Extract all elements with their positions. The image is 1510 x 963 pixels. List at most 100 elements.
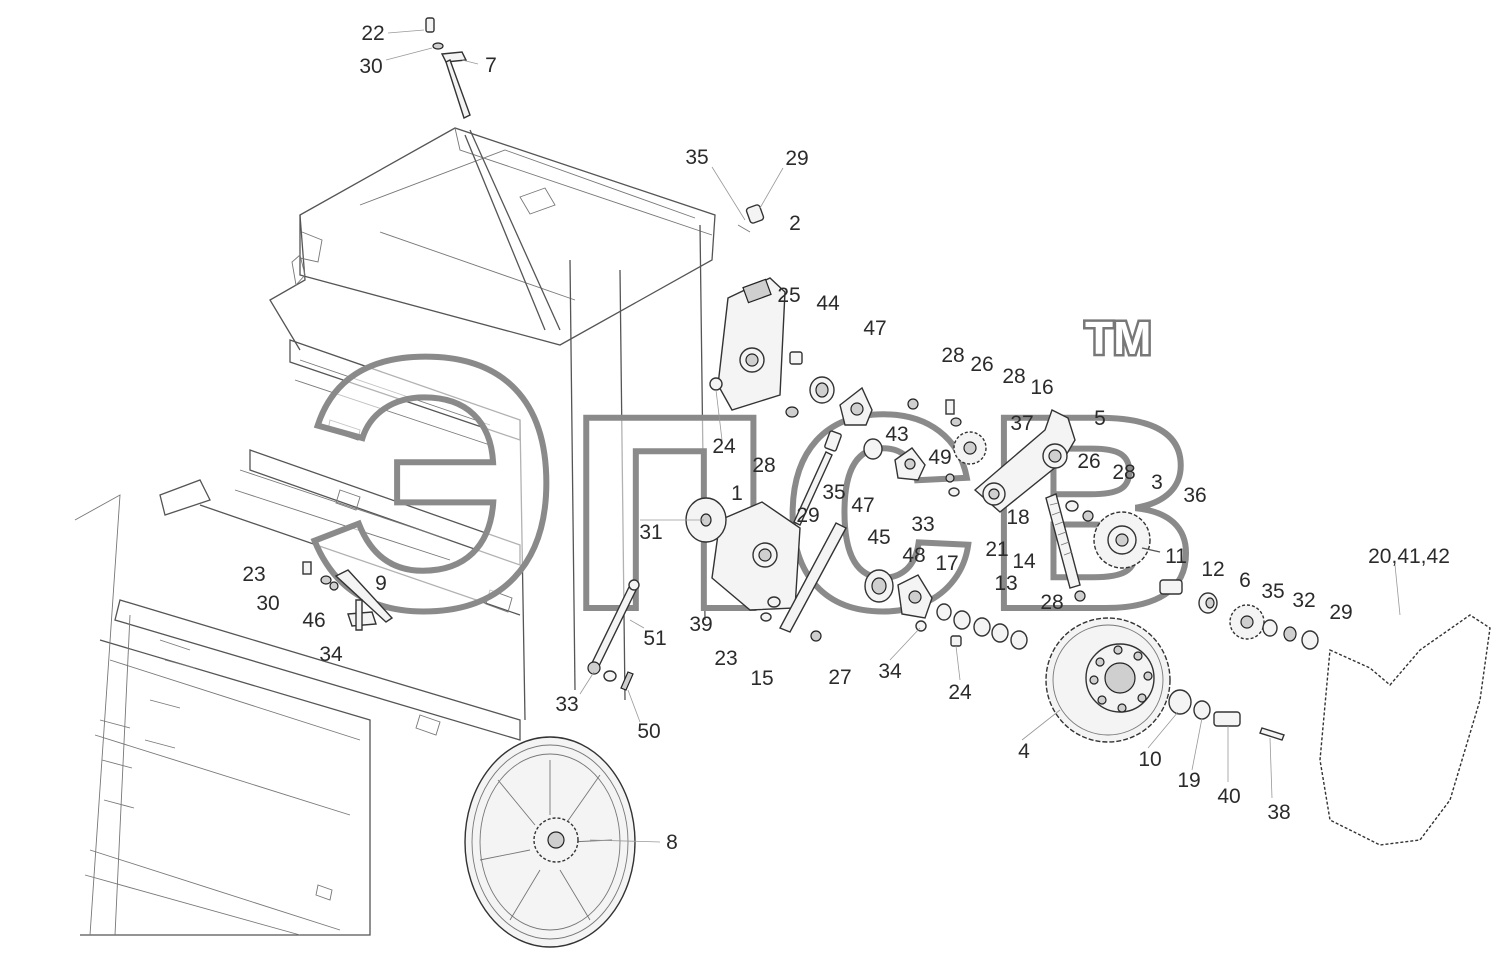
- callout-label: 4: [1018, 740, 1030, 763]
- callout-label: 25: [777, 284, 800, 307]
- callout-label: 7: [485, 54, 497, 77]
- part-gas-strut-51: [587, 579, 640, 675]
- part-bolt-21: [1065, 500, 1079, 512]
- part-sprocket-3: [1093, 511, 1151, 569]
- part-bearing-45: [864, 569, 894, 603]
- part-nut-27: [810, 630, 822, 642]
- callout-label: 23: [242, 563, 265, 586]
- part-spring-16: [1045, 493, 1086, 602]
- callout-label: 2: [789, 212, 801, 235]
- callout-label: 29: [1329, 601, 1352, 624]
- callout-label: 37: [1010, 412, 1033, 435]
- callout-label: 40: [1217, 785, 1240, 808]
- callout-label: 51: [643, 627, 666, 650]
- callout-label: 28: [752, 454, 775, 477]
- part-washer-35: [1262, 619, 1278, 637]
- part-washer-19: [1193, 700, 1211, 720]
- header-frame: [74, 127, 716, 936]
- callout-label: 1: [731, 482, 743, 505]
- callout-label: 47: [863, 317, 886, 340]
- callout-label: 48: [902, 544, 925, 567]
- callout-label: 20,41,42: [1368, 545, 1450, 568]
- callout-label: 46: [302, 609, 325, 632]
- callout-label: 34: [319, 643, 343, 666]
- callout-label: 24: [948, 681, 972, 704]
- part-nut: [907, 398, 919, 410]
- callout-label: 30: [256, 592, 279, 615]
- callout-label: 9: [375, 572, 387, 595]
- part-flange-48: [897, 574, 933, 619]
- part-sprocket-26: [945, 399, 987, 465]
- part-shaft-35: [793, 430, 842, 526]
- callout-label: 21: [985, 538, 1008, 561]
- callout-label: 13: [994, 572, 1017, 595]
- callout-label: 19: [1177, 769, 1200, 792]
- part-flange-47: [839, 386, 926, 481]
- part-washer-39: [767, 596, 781, 608]
- callout-label: 47: [851, 494, 874, 517]
- part-spacer-12: [1198, 592, 1218, 614]
- callout-label: 26: [970, 353, 993, 376]
- part-bolt-40: [1213, 711, 1241, 727]
- callout-label: 32: [1292, 589, 1315, 612]
- callout-label: 10: [1138, 748, 1161, 771]
- callout-label: 6: [1239, 569, 1251, 592]
- trademark-mark: TM: [1085, 312, 1151, 364]
- part-washer-10: [1168, 689, 1192, 715]
- part-top-rod: [425, 17, 471, 119]
- part-bolt-11: [1159, 579, 1183, 595]
- watermark-text: Эпсв: [305, 283, 1200, 685]
- callout-label: 24: [712, 435, 736, 458]
- callout-label: 27: [828, 666, 851, 689]
- callout-label: 43: [885, 423, 908, 446]
- part-pulley-wheel-8: [464, 736, 636, 948]
- callout-label: 28: [1112, 461, 1135, 484]
- callout-label: 45: [867, 526, 890, 549]
- part-washer-43: [863, 438, 883, 460]
- part-large-sprocket-4: [1045, 617, 1171, 743]
- callout-label: 28: [941, 344, 964, 367]
- callout-label: 14: [1012, 550, 1036, 573]
- callout-label: 29: [796, 504, 819, 527]
- callout-label: 8: [666, 831, 678, 854]
- callout-label: 31: [639, 521, 662, 544]
- part-washer-49: [948, 487, 960, 497]
- part-ring-32: [1283, 626, 1297, 642]
- callout-label: 30: [359, 55, 382, 78]
- part-nut-28: [1082, 510, 1094, 522]
- callout-label: 28: [1040, 591, 1063, 614]
- callout-label: 49: [928, 446, 951, 469]
- part-pin-36: [1141, 547, 1161, 553]
- part-bolt-25: [789, 351, 803, 365]
- callout-label: 12: [1201, 558, 1224, 581]
- callout-label: 39: [689, 613, 712, 636]
- part-bearing-44: [785, 376, 835, 418]
- leader-lines: [385, 29, 1401, 843]
- part-bolt-24: [950, 635, 962, 647]
- part-pin-38: [1259, 727, 1285, 741]
- callout-label: 38: [1267, 801, 1290, 824]
- callout-label: 35: [822, 481, 845, 504]
- part-long-bar-15: [779, 522, 847, 633]
- callout-label: 34: [878, 660, 902, 683]
- part-tensioner-arm-5: [973, 409, 1076, 513]
- part-spring-small: [737, 204, 765, 233]
- callout-label: 35: [685, 146, 708, 169]
- callout-label: 29: [785, 147, 808, 170]
- part-bolt-23: [760, 612, 772, 622]
- callout-label: 18: [1006, 506, 1029, 529]
- callout-label: 33: [911, 513, 934, 536]
- callout-label: 17: [935, 552, 958, 575]
- part-washer-stack: [936, 603, 1028, 650]
- callout-label: 22: [361, 22, 384, 45]
- callout-label: 15: [750, 667, 773, 690]
- part-roller-chain: [1319, 614, 1491, 846]
- part-bushing-29: [1301, 630, 1319, 650]
- callout-label: 36: [1183, 484, 1206, 507]
- part-lower-mount-plate: [711, 501, 801, 611]
- callout-label: 50: [637, 720, 660, 743]
- part-upper-mount-plate: [709, 277, 786, 411]
- callout-label: 44: [816, 292, 840, 315]
